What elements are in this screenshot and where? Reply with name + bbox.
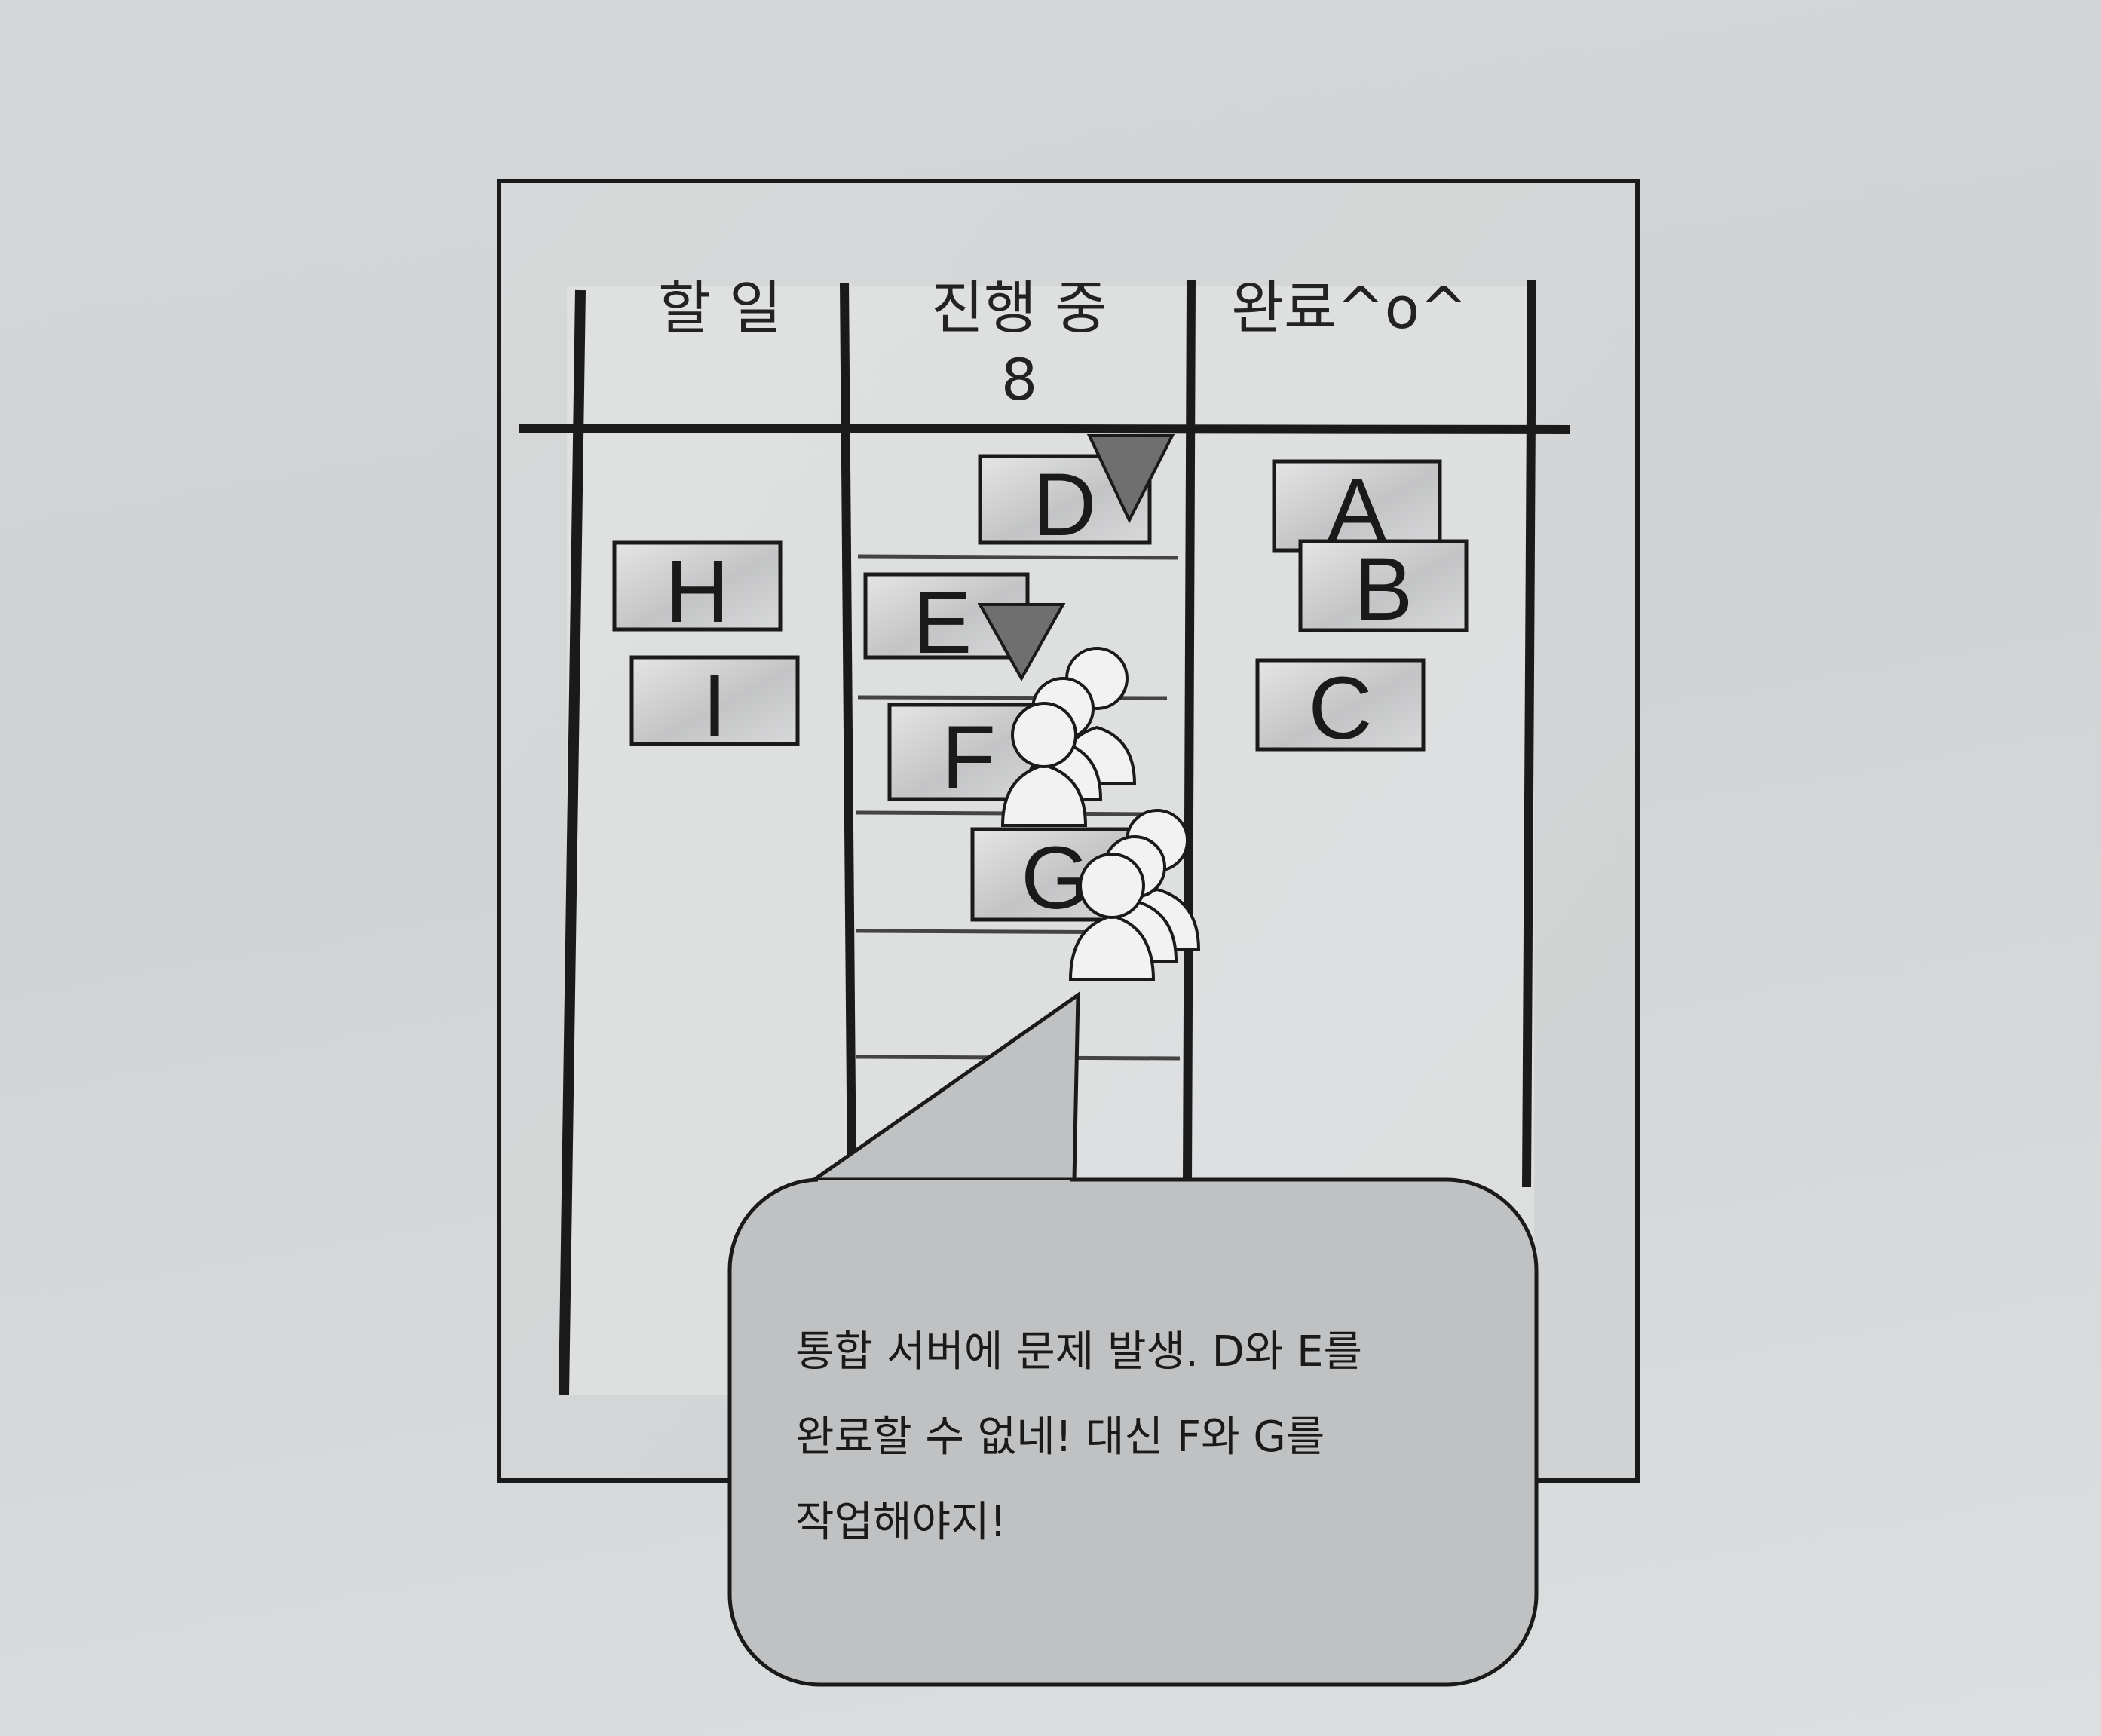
card-label-G: G [1021, 828, 1090, 928]
team-members-group-1 [1000, 647, 1137, 827]
card-B: B [1298, 539, 1469, 639]
card-I: I [629, 655, 800, 756]
header-underline [518, 424, 1570, 434]
team-members-group-2 [1068, 809, 1201, 981]
column-divider-right [1522, 280, 1536, 1188]
card-E: E [863, 572, 1030, 672]
card-label-F: F [942, 708, 996, 807]
column-divider-left [559, 289, 586, 1395]
blocker-marker-E [977, 603, 1066, 682]
card-label-D: D [1032, 455, 1096, 555]
column-title-in-progress: 진행 중 [931, 274, 1107, 341]
card-H: H [612, 540, 783, 641]
card-label-I: I [703, 657, 727, 756]
callout-line-1: 통합 서버에 문제 발생. D와 E를 [795, 1327, 1362, 1376]
callout-line-2: 완료할 수 없네! 대신 F와 G를 [795, 1413, 1325, 1462]
lane-line-1 [857, 554, 1178, 560]
card-label-C: C [1308, 659, 1372, 758]
column-divider-2 [1183, 280, 1196, 1184]
callout-line-3: 작업해야지! [795, 1498, 1006, 1547]
blocker-marker-D [1086, 434, 1175, 524]
column-title-todo: 할 일 [658, 274, 782, 341]
card-label-E: E [913, 573, 972, 672]
column-title-done: 완료^o^ [1231, 274, 1468, 341]
card-label-H: H [665, 542, 729, 641]
column-wip-limit: 8 [1001, 346, 1037, 413]
card-C: C [1255, 658, 1426, 758]
column-divider-1 [840, 282, 856, 1188]
card-label-B: B [1354, 540, 1413, 639]
speech-bubble: 통합 서버에 문제 발생. D와 E를 완료할 수 없네! 대신 F와 G를 작… [727, 991, 1539, 1687]
